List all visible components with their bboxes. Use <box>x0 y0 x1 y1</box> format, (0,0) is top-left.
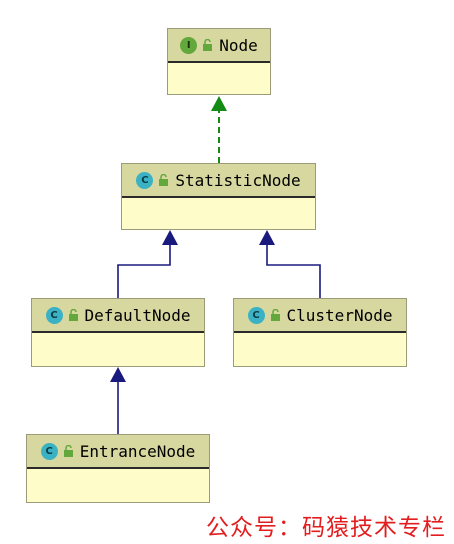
class-icon: C <box>136 171 154 189</box>
class-name: StatisticNode <box>175 170 301 190</box>
extends-arrowhead-clusternode <box>259 230 275 245</box>
class-name: ClusterNode <box>286 305 393 325</box>
interface-icon: I <box>180 36 198 54</box>
implements-arrowhead <box>211 96 227 111</box>
extends-line-defaultnode-statisticnode <box>117 244 171 298</box>
extends-arrowhead-defaultnode <box>162 230 178 245</box>
class-icon: C <box>45 306 63 324</box>
class-name: Node <box>219 35 258 55</box>
class-box-defaultnode[interactable]: C DefaultNode <box>31 298 205 367</box>
unlock-icon <box>270 309 280 321</box>
class-header: C StatisticNode <box>122 164 315 198</box>
class-icon: C <box>40 442 58 460</box>
class-name: DefaultNode <box>84 305 191 325</box>
extends-line-clusternode-statisticnode <box>266 244 321 298</box>
class-header: I Node <box>168 29 270 63</box>
class-box-node[interactable]: I Node <box>167 28 271 95</box>
extends-arrowhead-entrancenode <box>110 367 126 382</box>
class-box-entrancenode[interactable]: C EntranceNode <box>26 434 210 503</box>
unlock-icon <box>203 39 213 51</box>
class-header: C ClusterNode <box>234 299 406 333</box>
class-name: EntranceNode <box>79 441 196 461</box>
class-box-clusternode[interactable]: C ClusterNode <box>233 298 407 367</box>
class-icon: C <box>247 306 265 324</box>
class-header: C DefaultNode <box>32 299 204 333</box>
class-header: C EntranceNode <box>27 435 209 469</box>
unlock-icon <box>63 445 73 457</box>
unlock-icon <box>159 174 169 186</box>
class-box-statisticnode[interactable]: C StatisticNode <box>121 163 316 230</box>
unlock-icon <box>68 309 78 321</box>
watermark-text: 公众号：码猿技术专栏 <box>206 515 446 541</box>
